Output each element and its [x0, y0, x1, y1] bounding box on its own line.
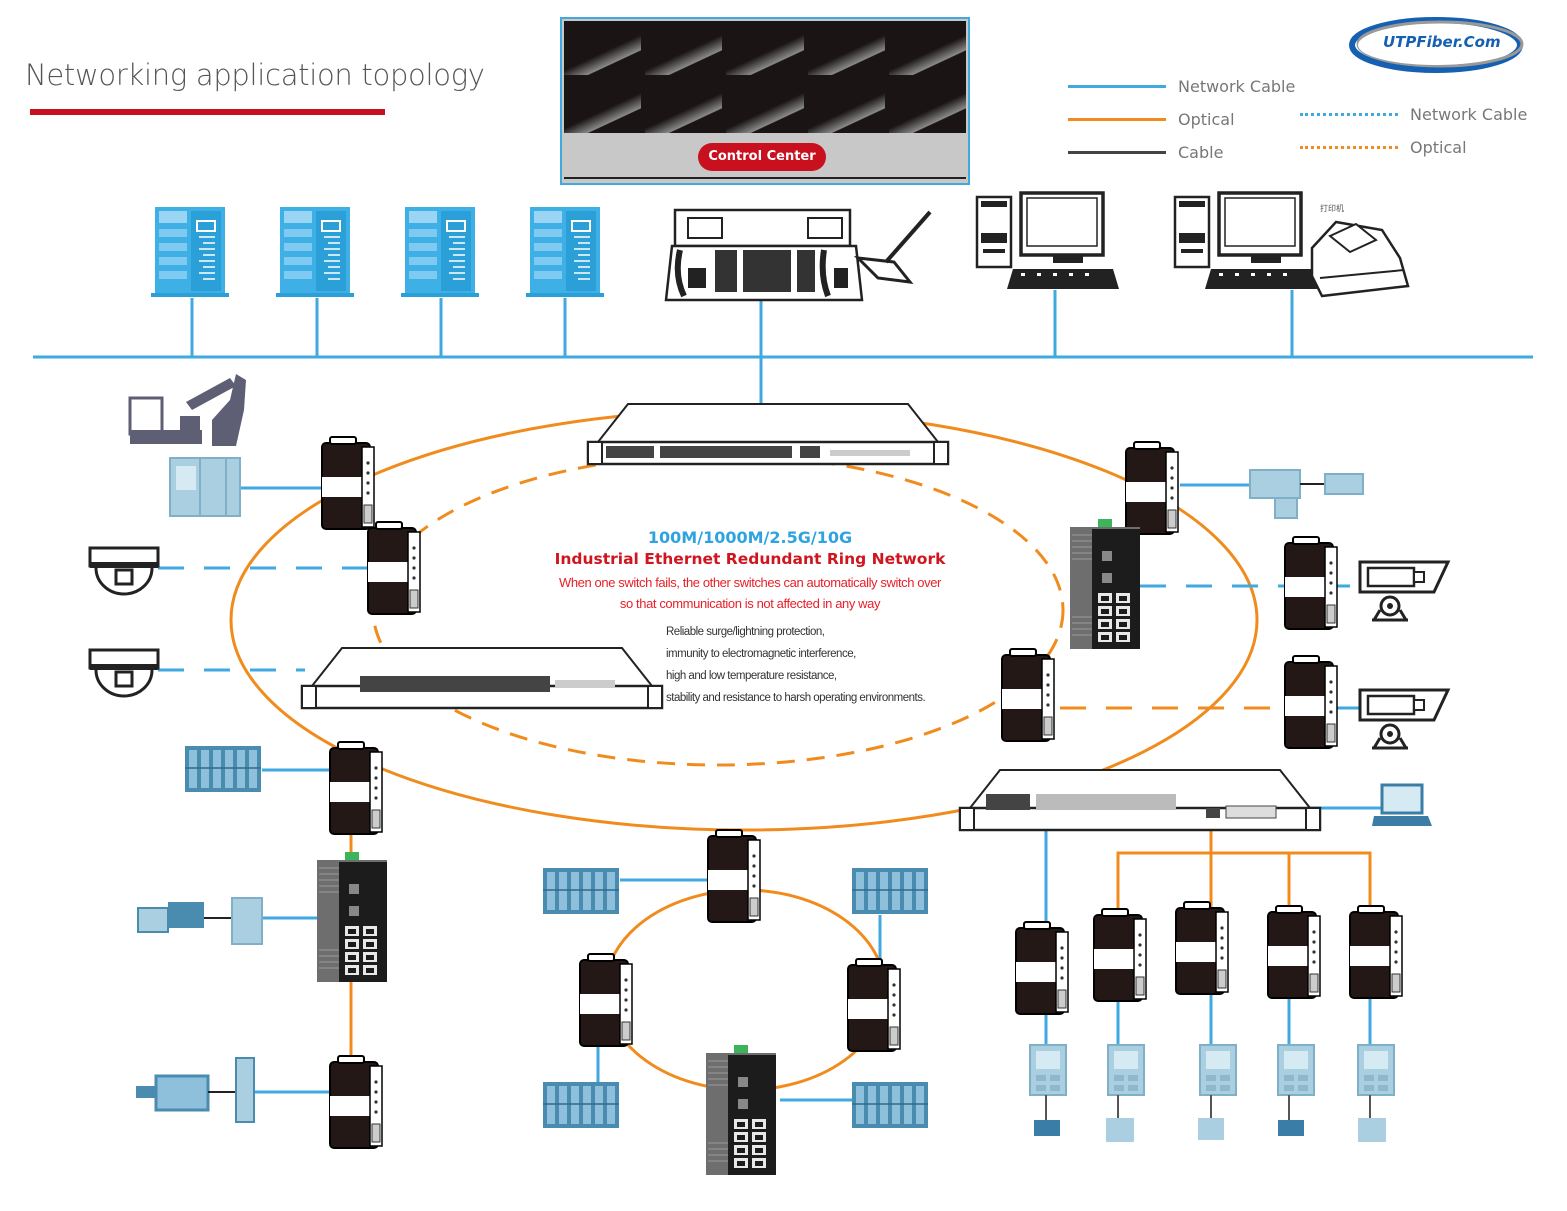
frequency-drive-icon	[1277, 1044, 1315, 1096]
frequency-drive-icon	[1029, 1044, 1067, 1096]
brand-logo-text: UTPFiber.Com	[1383, 33, 1501, 51]
media-converter-icon	[1125, 441, 1179, 535]
legend-line-optical	[1068, 118, 1166, 121]
plc-rack-icon	[542, 1081, 620, 1129]
media-converter-icon	[1284, 655, 1338, 749]
control-center-video-wall: Control Center	[560, 17, 970, 185]
ring-description: When one switch fails, the other switche…	[500, 572, 1000, 614]
server-icon	[150, 206, 230, 298]
media-converter-icon	[1267, 905, 1321, 999]
legend-network-cable: Network Cable	[1068, 77, 1295, 96]
legend-label: Network Cable	[1410, 105, 1528, 124]
servo-system-icon	[1249, 469, 1364, 519]
server-icon	[525, 206, 605, 298]
plc-rack-icon	[184, 745, 262, 793]
workstation-icon	[1173, 191, 1319, 291]
feature-item: stability and resistance to harsh operat…	[666, 692, 926, 704]
plc-rack-icon	[851, 1081, 929, 1129]
feature-item: high and low temperature resistance,	[666, 670, 837, 682]
industrial-switch-icon	[705, 1044, 777, 1176]
media-converter-icon	[847, 958, 901, 1052]
server-icon	[400, 206, 480, 298]
media-converter-icon	[329, 1055, 383, 1149]
printer-label: 打印机	[1320, 204, 1344, 213]
media-converter-icon	[707, 829, 761, 923]
legend-network-cable-dashed: Network Cable	[1300, 105, 1527, 124]
servo-drive-icon	[137, 897, 263, 945]
dome-camera-icon	[88, 546, 160, 596]
ring-name: Industrial Ethernet Redundant Ring Netwo…	[554, 550, 946, 568]
frequency-drive-icon	[1199, 1044, 1237, 1096]
screen	[726, 21, 804, 75]
media-converter-icon	[1175, 901, 1229, 995]
screen	[888, 79, 966, 133]
legend-label: Optical	[1410, 138, 1467, 157]
video-wall-base	[564, 177, 966, 179]
ring-speed: 100M/1000M/2.5G/10G	[647, 528, 853, 547]
media-converter-icon	[1349, 905, 1403, 999]
media-converter-icon	[367, 521, 421, 615]
screen	[888, 21, 966, 75]
ring-description-line: When one switch fails, the other switche…	[558, 575, 941, 590]
robot-arm-icon	[128, 374, 246, 446]
ring-description-line: so that communication is not affected in…	[619, 596, 881, 611]
page-title: Networking application topology	[25, 58, 485, 92]
motor-icon	[136, 1057, 255, 1123]
industrial-switch-icon	[316, 851, 388, 983]
screen	[807, 79, 885, 133]
legend-label: Cable	[1178, 143, 1224, 162]
bus-drops	[190, 290, 1294, 404]
legend-cable: Cable	[1068, 143, 1223, 162]
feature-item: immunity to electromagnetic interference…	[666, 648, 856, 660]
media-converter-icon	[1284, 536, 1338, 630]
feature-item: Reliable surge/lightning protection,	[666, 626, 825, 638]
media-converter-icon	[1093, 908, 1147, 1002]
frequency-drive-icon	[1107, 1044, 1145, 1096]
plc-controller-icon	[169, 457, 241, 517]
screen	[645, 21, 723, 75]
screen	[807, 21, 885, 75]
dispatch-console-icon	[664, 208, 932, 302]
screen	[564, 21, 642, 75]
title-underline	[30, 109, 385, 115]
screen	[564, 79, 642, 133]
feature-list: Reliable surge/lightning protection, imm…	[666, 621, 926, 709]
screen	[726, 79, 804, 133]
media-converter-icon	[1001, 648, 1055, 742]
brand-logo	[1349, 17, 1524, 73]
box-camera-icon	[1358, 688, 1450, 750]
legend-line-network-dashed	[1300, 113, 1398, 116]
dome-camera-icon	[88, 648, 160, 698]
industrial-switch-icon	[1069, 518, 1141, 650]
box-camera-icon	[1358, 560, 1450, 622]
plc-rack-icon	[542, 867, 620, 915]
plc-rack-icon	[851, 867, 929, 915]
media-converter-icon	[1015, 921, 1069, 1015]
screen	[645, 79, 723, 133]
legend-line-network	[1068, 85, 1166, 88]
legend-line-cable	[1068, 151, 1166, 154]
printer-icon	[1310, 220, 1410, 298]
workstation-icon	[975, 191, 1121, 291]
video-wall-screens	[564, 21, 966, 133]
frequency-drive-icon	[1357, 1044, 1395, 1096]
legend-label: Optical	[1178, 110, 1235, 129]
media-converter-icon	[579, 953, 633, 1047]
legend-optical-dashed: Optical	[1300, 138, 1467, 157]
media-converter-icon	[321, 436, 375, 530]
media-converter-icon	[329, 741, 383, 835]
legend-optical: Optical	[1068, 110, 1235, 129]
laptop-icon	[1372, 783, 1432, 826]
legend-label: Network Cable	[1178, 77, 1296, 96]
motor-icons	[1034, 1118, 1386, 1142]
control-center-label: Control Center	[698, 143, 826, 171]
legend-line-optical-dashed	[1300, 146, 1398, 149]
server-icon	[275, 206, 355, 298]
